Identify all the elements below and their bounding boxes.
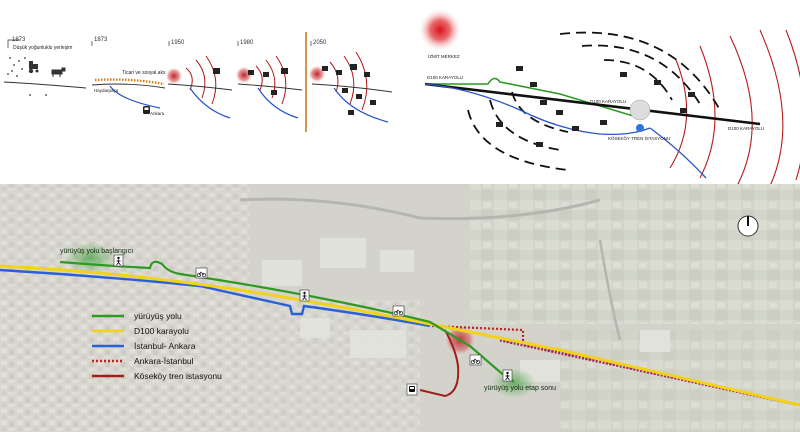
izmit-center-glow xyxy=(418,8,462,52)
istanbul-ankara-line xyxy=(0,268,431,328)
road-label-left: D100 KARAYOLU xyxy=(427,75,463,80)
walk-path xyxy=(59,260,515,383)
concept-d100-road xyxy=(424,82,761,126)
concept-rail-right xyxy=(649,127,707,179)
settlement-cluster xyxy=(629,99,651,121)
ankara-label: Ankara xyxy=(150,111,165,116)
year-label: 1873 xyxy=(12,37,26,43)
year-label: 1873 xyxy=(94,37,108,43)
legend-label: D100 karayolu xyxy=(134,326,189,336)
factory-icon xyxy=(213,68,220,74)
aerial-map: yürüyüş yolu başlangıcı yürüyüş yolu eta… xyxy=(0,184,800,432)
pedestrian-icon xyxy=(502,369,513,382)
map-legend: yürüyüş yolu D100 karayolu İstanbul- Ank… xyxy=(92,311,222,381)
factory-icons xyxy=(322,64,376,115)
trade-axis-note: Ticari ve sosyal aks xyxy=(122,70,166,76)
haydarpasa-label: Haydarpaşa xyxy=(94,88,119,93)
d100-road xyxy=(0,264,800,407)
road-label-mid: D100 KARAYOLU xyxy=(590,99,626,104)
concept-panel: İZMİT MERKEZ D100 KARAYOLU D100 KARAY xyxy=(418,8,800,187)
dashed-arcs xyxy=(467,31,721,171)
bicycle-icon xyxy=(469,354,482,366)
factory-icons xyxy=(248,68,288,95)
settlement-dots xyxy=(7,57,26,77)
cow-icon xyxy=(51,67,66,77)
bicycle-icon xyxy=(392,305,405,317)
legend-label: Ankara-İstanbul xyxy=(134,356,194,366)
year-label: 1980 xyxy=(240,40,254,46)
tractor-icon xyxy=(29,61,38,69)
station-label: KÖSEKÖY TREN İSTASYONU xyxy=(608,135,670,141)
walk-start-label: yürüyüş yolu başlangıcı xyxy=(60,248,133,255)
legend-label: İstanbul- Ankara xyxy=(134,341,196,351)
north-arrow-icon xyxy=(737,215,759,237)
frame-1873-a: 1873 Düşük yoğunluklu yerleşim xyxy=(3,37,87,96)
train-icon xyxy=(143,106,150,114)
frame-2050: 2050 xyxy=(308,40,393,123)
year-label: 2050 xyxy=(313,40,327,46)
walk-end-label: yürüyüş yolu etap sonu xyxy=(484,385,556,392)
frame-1950: 1950 xyxy=(165,40,233,119)
pedestrian-icon xyxy=(299,289,310,302)
train-icon xyxy=(406,383,418,396)
bicycle-icon xyxy=(195,267,208,279)
timeline-panel: 1873 Düşük yoğunluklu yerleşim 1873 Tica… xyxy=(3,32,393,132)
concept-factory-icons xyxy=(496,66,695,147)
frame-1873-b: 1873 Ticari ve sosyal aks Haydarpaşa Ank… xyxy=(91,37,166,116)
concept-rail-left xyxy=(424,83,651,136)
pedestrian-icon xyxy=(113,254,124,267)
year-label: 1950 xyxy=(171,40,185,46)
legend-label: yürüyüş yolu xyxy=(134,311,182,321)
road-label-right: D100 KARAYOLU xyxy=(728,126,764,131)
low-density-note: Düşük yoğunluklu yerleşim xyxy=(13,45,72,51)
station-marker xyxy=(636,124,644,132)
influence-arcs xyxy=(669,29,800,187)
legend-label: Köseköy tren istasyonu xyxy=(134,371,222,381)
frame-1980: 1980 xyxy=(235,40,303,119)
koseköy-station-line xyxy=(419,329,460,398)
concept-walk-path xyxy=(430,77,641,119)
izmit-center-label: İZMİT MERKEZ xyxy=(428,53,460,59)
